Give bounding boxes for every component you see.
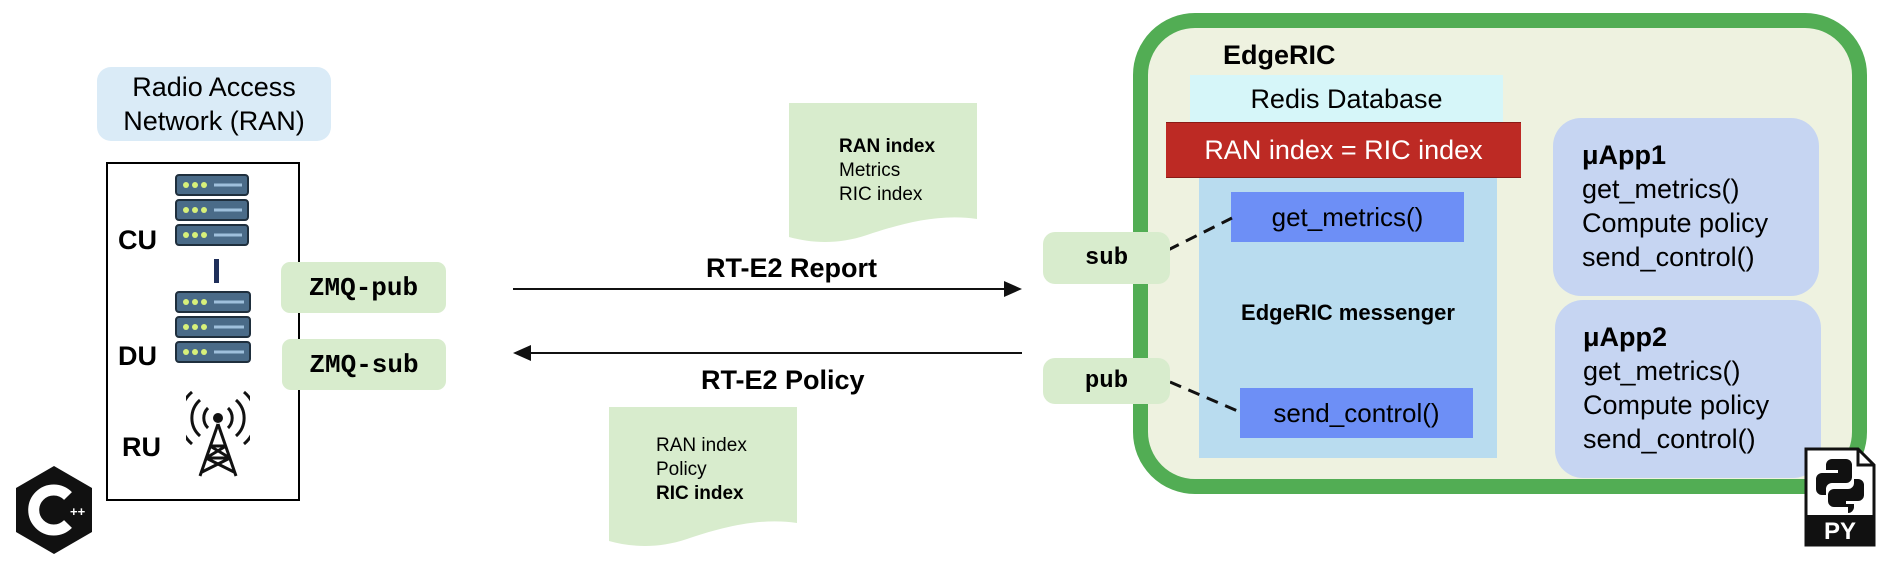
edgeric-messenger-label: EdgeRIC messenger [1241, 300, 1455, 325]
cpp-logo-icon: ++ [16, 466, 92, 554]
du-label: DU [118, 341, 157, 371]
get-metrics-function: get_metrics() [1231, 192, 1464, 242]
du-server-icon [175, 291, 251, 363]
zmq-sub-port: ZMQ-sub [282, 339, 446, 390]
report-doc-line3: RIC index [839, 184, 923, 205]
pub-port: pub [1043, 358, 1170, 404]
policy-arrow-label: RT-E2 Policy [701, 365, 865, 395]
edgeric-title: EdgeRIC [1223, 40, 1336, 70]
ran-ric-index-banner: RAN index = RIC index [1166, 122, 1521, 178]
sub-port: sub [1043, 232, 1170, 284]
uapp2-line3: send_control() [1583, 424, 1756, 454]
uapp2-line1: get_metrics() [1583, 356, 1741, 386]
uapp1-line3: send_control() [1582, 242, 1755, 272]
report-arrow-label: RT-E2 Report [706, 253, 878, 283]
ru-label: RU [122, 432, 161, 462]
sub-connector [1167, 216, 1233, 252]
send-control-function: send_control() [1240, 388, 1473, 438]
uapp1-card: μApp1 get_metrics() Compute policy send_… [1553, 118, 1819, 296]
report-document-text: RAN index Metrics RIC index [839, 135, 935, 207]
uapp2-line2: Compute policy [1583, 390, 1770, 420]
report-doc-line2: Metrics [839, 160, 901, 181]
policy-doc-line1: RAN index [656, 435, 747, 456]
cpp-logo-text: ++ [70, 504, 86, 519]
report-arrow-head [1004, 281, 1022, 297]
zmq-pub-port: ZMQ-pub [281, 262, 446, 313]
uapp2-card: μApp2 get_metrics() Compute policy send_… [1555, 300, 1821, 478]
policy-document-shape [609, 407, 797, 546]
report-document-shape [789, 103, 977, 242]
uapp2-title: μApp2 [1583, 322, 1668, 352]
policy-doc-line2: Policy [656, 459, 707, 480]
uapp1-title: μApp1 [1582, 140, 1667, 170]
redis-database-header: Redis Database [1190, 75, 1503, 123]
uapp1-line1: get_metrics() [1582, 174, 1740, 204]
cu-server-icon [175, 174, 249, 246]
uapp1-line2: Compute policy [1582, 208, 1769, 238]
ran-title-line1: Radio Access [132, 72, 296, 102]
ran-title-line2: Network (RAN) [123, 106, 305, 136]
cu-label: CU [118, 225, 157, 255]
python-logo-icon: PY [1804, 447, 1876, 547]
cell-tower-icon [186, 390, 250, 477]
policy-document-text: RAN index Policy RIC index [656, 434, 747, 506]
python-logo-text: PY [1824, 518, 1856, 545]
pub-connector [1169, 380, 1241, 414]
policy-doc-line3: RIC index [656, 483, 744, 504]
report-doc-line1: RAN index [839, 136, 936, 157]
policy-arrow-head [513, 345, 531, 361]
cu-du-link [214, 259, 219, 283]
ran-title: Radio Access Network (RAN) [97, 67, 331, 141]
